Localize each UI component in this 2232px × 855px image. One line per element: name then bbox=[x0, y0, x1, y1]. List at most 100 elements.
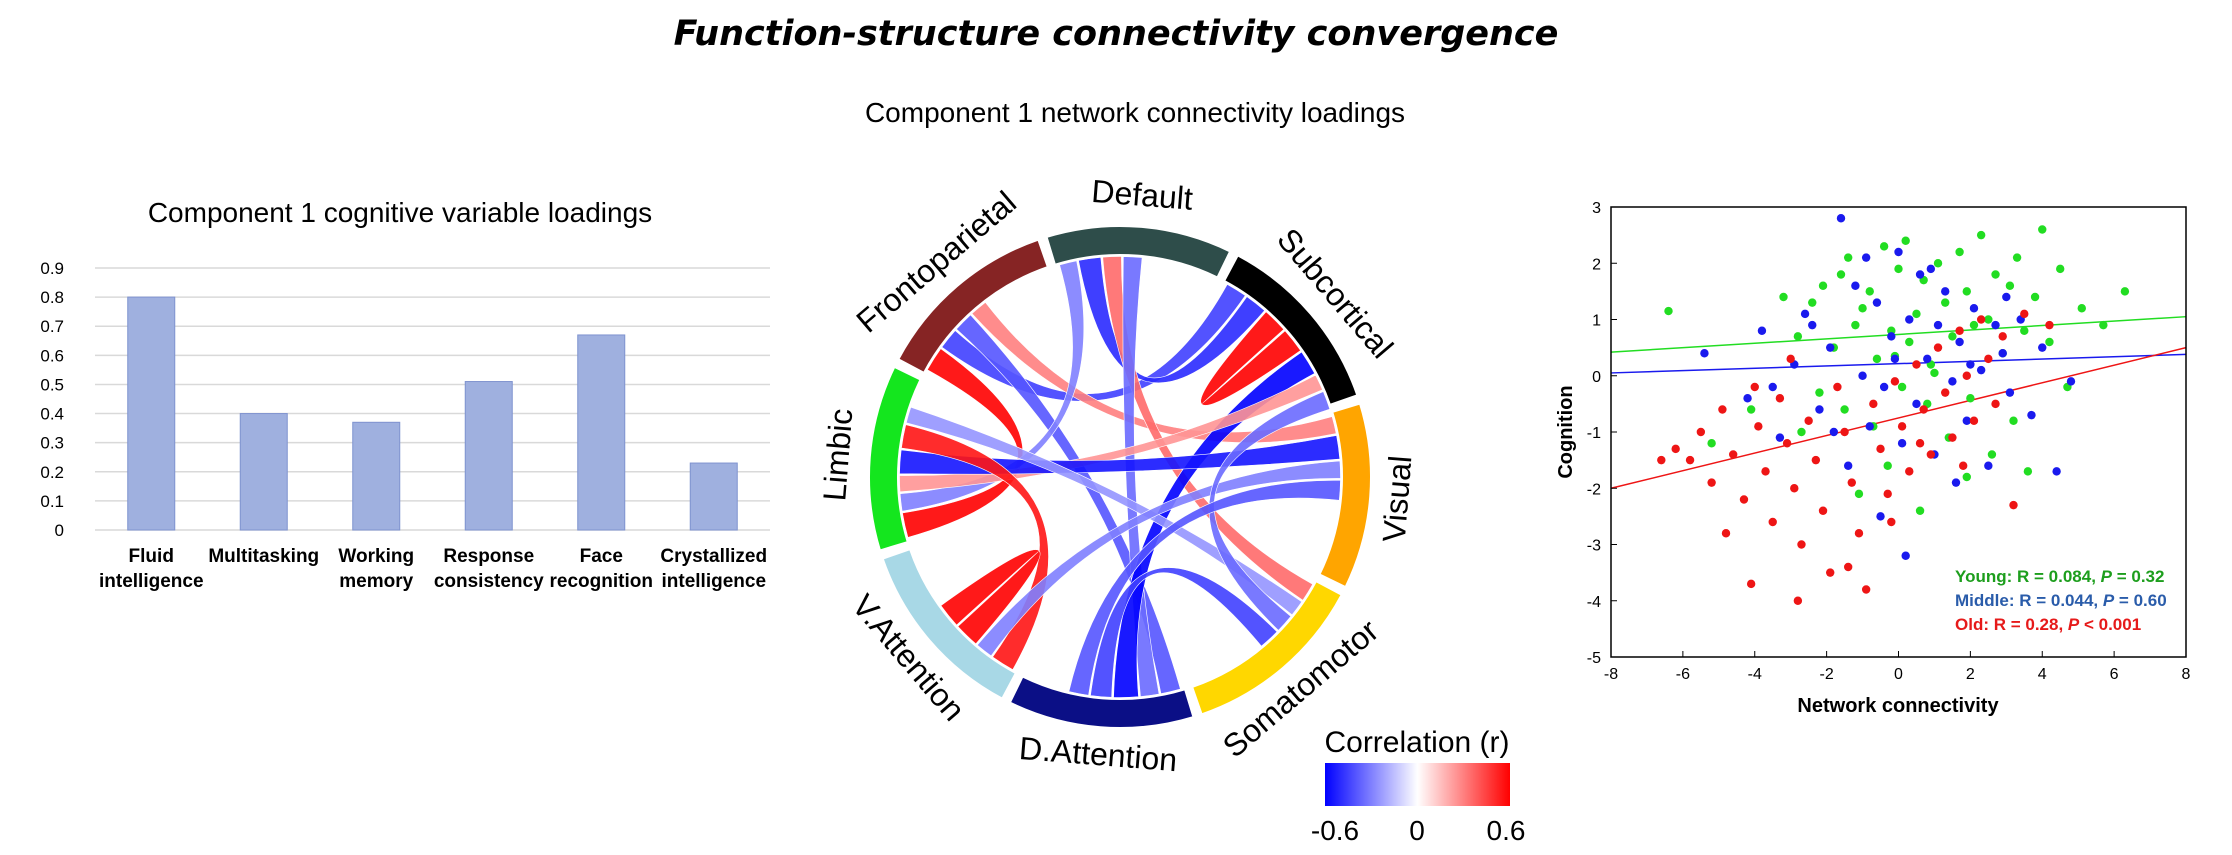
scatter-point bbox=[1826, 343, 1835, 352]
chord-arc-default bbox=[1046, 226, 1231, 278]
chord-link bbox=[905, 406, 1303, 616]
scatter-point bbox=[1718, 405, 1727, 414]
scatter-point bbox=[1818, 506, 1828, 515]
bar-x-tick-label: intelligence bbox=[99, 571, 204, 592]
scatter-point bbox=[1836, 214, 1846, 223]
scatter-point bbox=[1955, 326, 1964, 335]
scatter-point bbox=[1876, 512, 1885, 521]
scatter-point bbox=[1912, 360, 1921, 369]
scatter-point bbox=[1930, 368, 1939, 378]
scatter-point bbox=[2056, 264, 2065, 274]
scatter-point bbox=[1976, 315, 1986, 324]
chord-arc-subcortical bbox=[1224, 255, 1358, 405]
bar-x-tick-label: consistency bbox=[434, 571, 544, 592]
scatter-point bbox=[1790, 484, 1799, 493]
scatter-point bbox=[1815, 388, 1824, 397]
scatter-point bbox=[2077, 304, 2086, 313]
scatter-point bbox=[1833, 382, 1842, 392]
scatter-point bbox=[1872, 354, 1882, 364]
chord-arc-v-attention bbox=[882, 549, 1016, 699]
scatter-x-tick-label: -6 bbox=[1676, 666, 1690, 683]
scatter-point bbox=[2002, 292, 2011, 302]
scatter-point bbox=[1897, 439, 1907, 448]
scatter-point bbox=[1879, 242, 1889, 251]
scatter-point bbox=[1894, 247, 1903, 257]
scatter-point bbox=[1865, 422, 1874, 431]
bar-x-tick-label: Response bbox=[443, 546, 534, 567]
scatter-point bbox=[1901, 551, 1910, 560]
scatter-point bbox=[1955, 247, 1964, 257]
scatter-point bbox=[1933, 320, 1943, 330]
scatter-y-axis-label: Cognition bbox=[1555, 385, 1577, 478]
bar-x-tick-label: Fluid bbox=[129, 546, 174, 567]
scatter-point bbox=[2052, 467, 2061, 476]
scatter-point bbox=[2038, 343, 2047, 352]
scatter-point bbox=[1840, 405, 1849, 414]
scatter-x-tick-label: 8 bbox=[2182, 666, 2191, 683]
scatter-x-tick-label: 6 bbox=[2110, 666, 2119, 683]
bar-x-tick-label: intelligence bbox=[661, 571, 766, 592]
scatter-point bbox=[2020, 309, 2029, 319]
scatter-point bbox=[1976, 230, 1986, 240]
chord-arc-limbic bbox=[869, 366, 921, 551]
scatter-point bbox=[2045, 337, 2054, 347]
scatter-point bbox=[2066, 377, 2076, 386]
scatter-y-tick-label: -3 bbox=[1587, 538, 1601, 555]
scatter-point bbox=[1901, 236, 1910, 245]
bar-y-tick-label: 0.1 bbox=[40, 492, 64, 511]
scatter-point bbox=[1811, 455, 1821, 465]
bar-x-tick-label: Working bbox=[338, 546, 414, 567]
scatter-point bbox=[1851, 281, 1860, 290]
scatter-y-tick-label: -4 bbox=[1587, 594, 1601, 611]
scatter-point bbox=[1998, 349, 2007, 358]
scatter-point bbox=[1958, 461, 1968, 470]
scatter-point bbox=[1955, 337, 1964, 347]
bar-y-tick-labels: 00.10.20.30.40.50.60.70.80.9 bbox=[40, 259, 64, 540]
scatter-point bbox=[1991, 399, 2000, 409]
scatter-point bbox=[1854, 489, 1864, 499]
scatter-point bbox=[1872, 298, 1882, 307]
colorbar-tick-min: -0.6 bbox=[1311, 815, 1359, 846]
scatter-point bbox=[1664, 306, 1673, 316]
colorbar-gradient bbox=[1325, 763, 1510, 806]
bar-mark bbox=[127, 296, 176, 531]
bar-chart-title: Component 1 cognitive variable loadings bbox=[148, 197, 652, 228]
chord-arc-somatomotor bbox=[1192, 581, 1342, 715]
scatter-point bbox=[1739, 495, 1749, 504]
colorbar-tick-max: 0.6 bbox=[1487, 815, 1526, 846]
scatter-point bbox=[2023, 467, 2033, 476]
chord-link bbox=[1200, 311, 1301, 406]
scatter-point bbox=[1962, 287, 1971, 296]
bar-y-tick-label: 0.8 bbox=[40, 288, 64, 307]
scatter-point bbox=[1948, 332, 1957, 341]
chord-link bbox=[971, 301, 1337, 443]
bar-mark bbox=[239, 413, 288, 531]
chord-chart-title: Component 1 network connectivity loading… bbox=[865, 97, 1405, 128]
scatter-point bbox=[2009, 500, 2018, 510]
scatter-point bbox=[1879, 382, 1889, 392]
scatter-point bbox=[1797, 540, 1806, 549]
scatter-x-tick-label: 0 bbox=[1894, 666, 1903, 683]
scatter-y-tick-label: -1 bbox=[1587, 425, 1601, 442]
bar-mark bbox=[689, 462, 738, 531]
scatter-point bbox=[1966, 394, 1975, 403]
scatter-points bbox=[1657, 214, 2130, 605]
bar-y-tick-label: 0.3 bbox=[40, 434, 64, 453]
scatter-point bbox=[1969, 416, 1979, 425]
scatter-point bbox=[1951, 478, 1961, 487]
scatter-point bbox=[1976, 365, 1986, 375]
scatter-fit-lines bbox=[1610, 315, 2187, 489]
colorbar: Correlation (r) -0.6 0 0.6 bbox=[1311, 726, 1526, 846]
scatter-point bbox=[1969, 304, 1979, 313]
scatter-point bbox=[1948, 433, 1957, 442]
scatter-point bbox=[1707, 478, 1716, 487]
scatter-point bbox=[1843, 562, 1853, 572]
scatter-y-tick-label: -2 bbox=[1587, 481, 1601, 498]
scatter-point bbox=[1941, 388, 1950, 397]
scatter-point bbox=[1808, 298, 1817, 307]
scatter-point bbox=[1933, 259, 1943, 268]
